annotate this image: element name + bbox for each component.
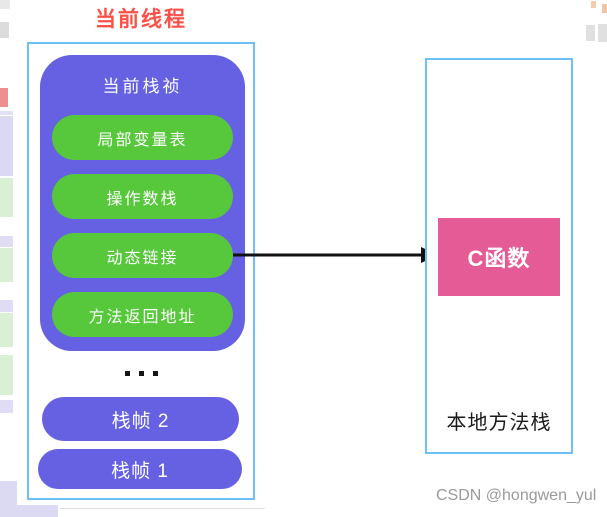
ellipsis-dot — [124, 371, 130, 376]
edge-artifact — [0, 88, 8, 107]
ellipsis-dot — [152, 371, 158, 376]
frame-item-dynamic-link: 动态链接 — [52, 233, 233, 278]
edge-artifact — [0, 400, 13, 413]
edge-artifact — [591, 1, 596, 8]
edge-artifact — [17, 505, 58, 517]
edge-artifact — [602, 4, 607, 13]
current-frame-container: 当前栈祯 局部变量表 操作数栈 动态链接 方法返回地址 — [40, 55, 245, 351]
current-frame-header: 当前栈祯 — [102, 77, 183, 96]
edge-artifact — [0, 313, 13, 347]
frame-item-return-address: 方法返回地址 — [52, 292, 233, 337]
edge-artifact — [0, 178, 13, 217]
watermark: CSDN @hongwen_yul — [436, 487, 597, 504]
arrow-dynamic-link-to-c-function — [233, 247, 438, 263]
edge-artifact — [0, 481, 17, 517]
c-function-box: C函数 — [438, 218, 560, 296]
frame-item-local-variable-table: 局部变量表 — [52, 115, 233, 160]
edge-artifact — [586, 25, 595, 41]
edge-artifact — [0, 300, 13, 312]
edge-artifact — [0, 355, 13, 395]
stack-frame-2-pill: 栈帧 2 — [42, 397, 239, 441]
edge-artifact — [0, 22, 9, 38]
frame-item-operand-stack: 操作数栈 — [52, 174, 233, 219]
edge-artifact — [598, 24, 607, 42]
ellipsis-dots — [27, 371, 255, 376]
stack-frame-1-pill: 栈帧 1 — [38, 449, 242, 489]
edge-artifact — [0, 248, 13, 282]
edge-artifact — [0, 111, 13, 115]
native-stack-label: 本地方法栈 — [446, 412, 552, 434]
diagram-title: 当前线程 — [95, 8, 187, 31]
edge-artifact — [0, 0, 10, 9]
edge-artifact — [0, 116, 13, 176]
edge-artifact — [0, 236, 13, 247]
edge-artifact — [60, 508, 265, 509]
ellipsis-dot — [138, 371, 144, 376]
